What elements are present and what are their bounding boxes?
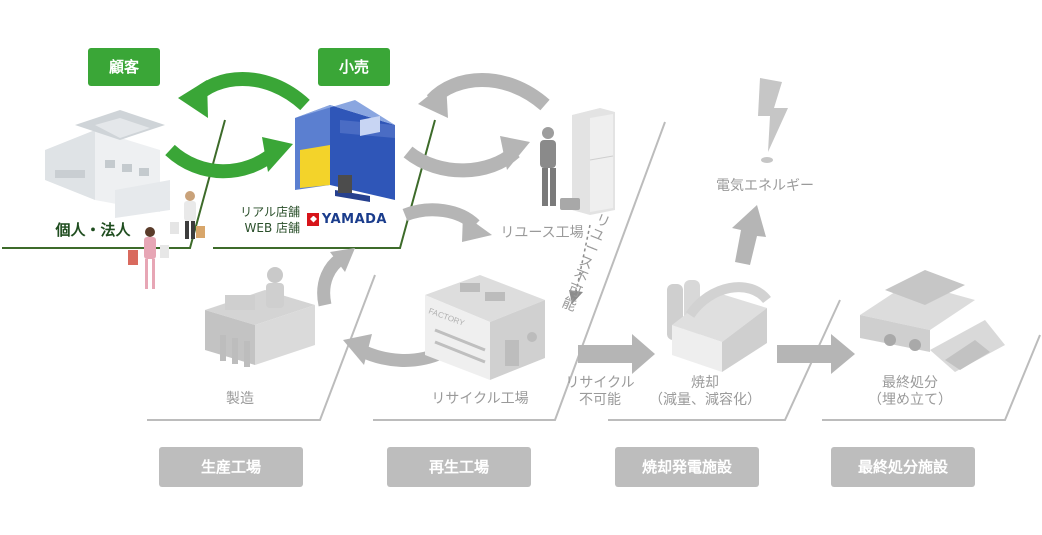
category-final-disposal: 最終処分施設	[831, 447, 975, 487]
manufacturing-label: 製造	[226, 391, 254, 407]
gray-arrow-to-reuse	[403, 146, 520, 178]
regeneration-ground-line	[373, 121, 666, 421]
arrow-to-incineration-head	[632, 334, 655, 374]
recycle-impossible-label: リサイクル 不可能	[565, 375, 635, 408]
reuse-factory-illustration	[540, 108, 615, 215]
gray-arrowhead-mfg	[343, 334, 372, 365]
disposal-truck-illustration	[860, 270, 1005, 372]
green-arrowhead-right	[262, 137, 293, 172]
yamada-logo-icon	[307, 212, 319, 226]
production-ground-line	[147, 274, 376, 421]
electric-energy-label: 電気エネルギー	[716, 178, 814, 194]
disposal-ground-line	[822, 334, 1041, 421]
reuse-factory-label: リユース工場	[500, 225, 584, 241]
lightning-shadow	[761, 157, 773, 163]
manufacturing-illustration	[205, 267, 315, 367]
final-disposal-label: 最終処分 （埋め立て）	[868, 375, 952, 408]
retail-tag: 小売	[318, 48, 390, 86]
gray-arrowhead-recycle	[462, 214, 492, 242]
incineration-plant-illustration	[667, 280, 771, 372]
shoppers-illustration	[128, 191, 205, 289]
green-arrow-retail-to-customer	[189, 72, 310, 111]
green-arrowhead-left	[178, 80, 208, 118]
arrow-to-disposal-head	[831, 334, 855, 374]
recycle-factory-illustration: FACTORY	[425, 275, 545, 380]
arrow-to-disposal-shaft	[777, 345, 832, 363]
yamada-logo: YAMADA	[307, 210, 387, 228]
customer-label: 個人・法人	[55, 221, 131, 239]
dotted-arrowhead	[569, 290, 583, 304]
gray-arrowhead-reuse	[500, 136, 530, 170]
customer-ground-line	[2, 119, 226, 249]
real-store-label: リアル店舗	[240, 205, 300, 219]
retail-store-illustration	[295, 100, 395, 202]
lightning-icon	[758, 78, 788, 152]
arrow-to-incineration-shaft	[578, 345, 633, 363]
category-production: 生産工場	[159, 447, 303, 487]
category-regeneration: 再生工場	[387, 447, 531, 487]
gray-arrowhead-top	[418, 82, 448, 118]
arrow-to-energy	[732, 205, 766, 265]
incineration-label: 焼却 （減量、減容化）	[649, 375, 761, 408]
gray-arrowhead-mfg-up	[330, 248, 355, 272]
incineration-ground-line	[608, 299, 841, 421]
category-incineration-power: 焼却発電施設	[615, 447, 759, 487]
customer-tag: 顧客	[88, 48, 160, 86]
green-arrow-customer-to-retail	[165, 144, 280, 179]
recycle-factory-label: リサイクル工場	[431, 391, 529, 407]
yamada-logo-text: YAMADA	[321, 211, 387, 227]
web-store-label: WEB 店舗	[244, 221, 301, 235]
customer-building-illustration	[45, 110, 170, 218]
gray-arrow-to-retail-top	[426, 73, 550, 111]
gray-arrow-mfg-up	[317, 252, 346, 307]
